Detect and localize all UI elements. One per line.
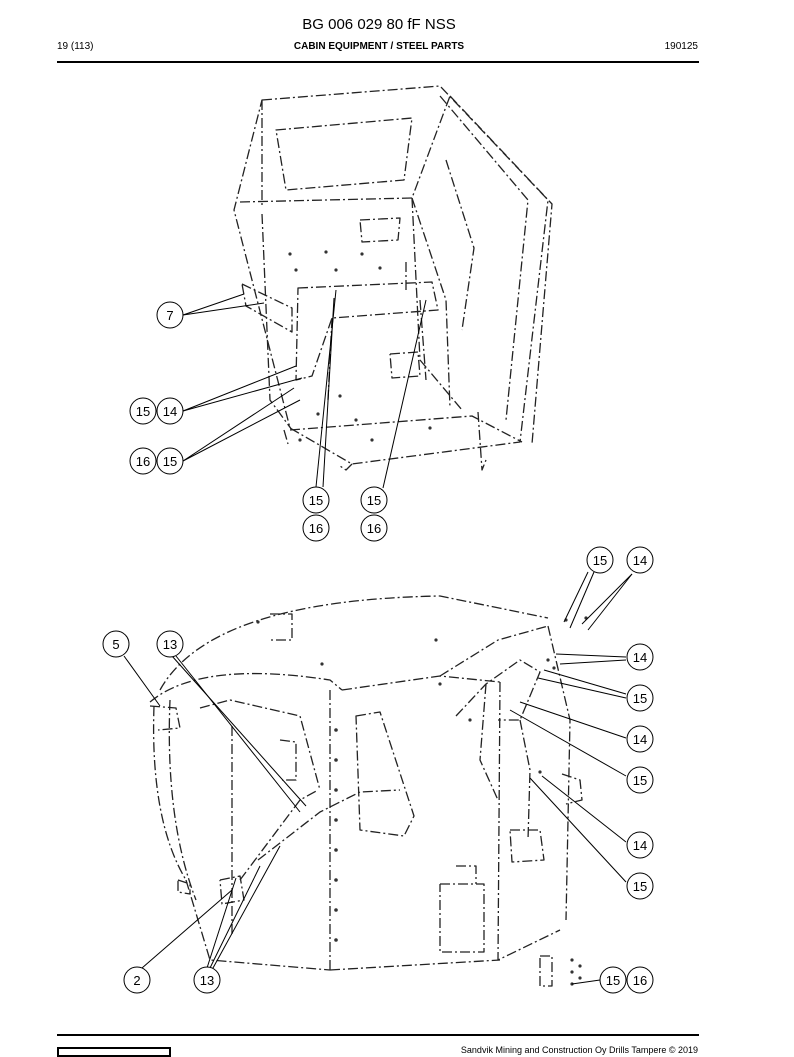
- callout-label: 15: [593, 553, 607, 568]
- callout-circle: 16: [129, 447, 157, 475]
- callout-circle: 15: [586, 546, 614, 574]
- callout-label: 16: [136, 454, 150, 469]
- bottom-cabin-fasteners: [256, 616, 588, 986]
- callout-circle: 5: [102, 630, 130, 658]
- callout-circle: 15: [626, 766, 654, 794]
- callout-circle: 15: [599, 966, 627, 994]
- callout-label: 16: [309, 521, 323, 536]
- callout-circle: 15: [302, 486, 330, 514]
- callout-label: 15: [163, 454, 177, 469]
- brand-logo: [57, 1047, 171, 1057]
- callout-label: 14: [633, 732, 647, 747]
- callout-circle: 14: [626, 725, 654, 753]
- callout-label: 15: [367, 493, 381, 508]
- callout-label: 14: [633, 553, 647, 568]
- callout-circle: 16: [302, 514, 330, 542]
- callout-circle: 14: [156, 397, 184, 425]
- callout-label: 14: [163, 404, 177, 419]
- callout-label: 16: [633, 973, 647, 988]
- callout-label: 13: [200, 973, 214, 988]
- callout-circle: 15: [626, 872, 654, 900]
- callout-label: 15: [136, 404, 150, 419]
- callout-label: 7: [166, 308, 173, 323]
- revision-date: 190125: [664, 41, 698, 52]
- callout-circle: 15: [129, 397, 157, 425]
- callout-circle: 14: [626, 643, 654, 671]
- footer-rule: [57, 1034, 699, 1036]
- callout-label: 14: [633, 650, 647, 665]
- callout-label: 13: [163, 637, 177, 652]
- callout-label: 14: [633, 838, 647, 853]
- bottom-leader-lines: [123, 571, 633, 985]
- document-id: BG 006 029 80 fF NSS: [302, 16, 456, 33]
- callout-circle: 13: [156, 630, 184, 658]
- callout-label: 16: [367, 521, 381, 536]
- callouts: 7 15 14 16 15 15 16 15 16 15 14 5 13 14 …: [102, 301, 654, 994]
- callout-circle: 15: [626, 684, 654, 712]
- callout-label: 15: [633, 773, 647, 788]
- top-cabin-illustration: [233, 85, 553, 471]
- callout-label: 15: [309, 493, 323, 508]
- callout-label: 15: [633, 691, 647, 706]
- callout-label: 15: [633, 879, 647, 894]
- section-title: CABIN EQUIPMENT / STEEL PARTS: [293, 41, 465, 52]
- callout-circle: 14: [626, 546, 654, 574]
- copyright-notice: Sandvik Mining and Construction Oy Drill…: [460, 1045, 698, 1055]
- callout-circle: 7: [156, 301, 184, 329]
- callout-circle: 16: [360, 514, 388, 542]
- callout-label: 15: [606, 973, 620, 988]
- top-leader-lines: [182, 289, 427, 489]
- callout-circle: 13: [193, 966, 221, 994]
- callout-label: 2: [133, 973, 140, 988]
- top-cabin-fasteners: [288, 250, 432, 442]
- callout-circle: 2: [123, 966, 151, 994]
- callout-label: 5: [112, 637, 119, 652]
- callout-circle: 14: [626, 831, 654, 859]
- callout-circle: 15: [360, 486, 388, 514]
- callout-circle: 16: [626, 966, 654, 994]
- page-number: 19 (113): [57, 41, 94, 52]
- callout-circle: 15: [156, 447, 184, 475]
- bottom-cabin-illustration: [149, 595, 583, 987]
- header-rule: [57, 61, 699, 63]
